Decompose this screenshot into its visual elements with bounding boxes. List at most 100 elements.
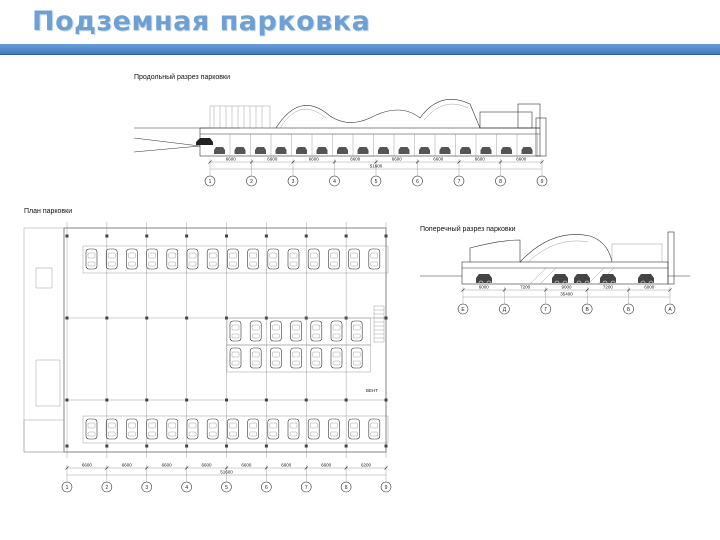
cross-axis-bubble xyxy=(457,303,469,315)
car-top-icon xyxy=(146,418,158,440)
cross-span-dimension: 7200 xyxy=(603,285,614,290)
car-top-icon xyxy=(348,248,360,270)
cross-axis-bubble xyxy=(581,303,593,315)
car-top-icon xyxy=(290,320,302,342)
cross-span-dimension: 7200 xyxy=(520,285,531,290)
car-top-icon xyxy=(350,320,363,342)
car-top-icon xyxy=(368,418,381,440)
car-top-icon xyxy=(85,248,98,270)
plan-axis-label: 4 xyxy=(185,485,188,491)
longitudinal-axis-bubble xyxy=(453,175,465,187)
car-side-icon xyxy=(357,147,369,154)
car-front-icon xyxy=(574,274,590,283)
car-top-icon xyxy=(105,248,118,270)
plan-span-dimension: 6600 xyxy=(321,463,332,468)
cross-axis-bubble xyxy=(499,303,510,315)
car-top-icon xyxy=(166,418,179,440)
plan-axis-bubble xyxy=(221,481,232,493)
car-top-icon xyxy=(330,320,343,342)
plan-axis-bubble xyxy=(300,481,312,493)
plan-axis-bubble xyxy=(261,481,272,493)
car-side-icon xyxy=(234,147,246,154)
car-side-icon xyxy=(480,147,492,154)
title-underline-bar xyxy=(0,44,720,55)
plan-axis-bubble xyxy=(340,481,352,493)
plan-axis-bubble xyxy=(141,481,153,493)
car-side-icon xyxy=(337,147,348,154)
plan-axis-bubble xyxy=(61,481,73,493)
plan-axis-label: 8 xyxy=(345,485,348,491)
car-side-icon xyxy=(214,147,225,154)
plan-span-dimension: 6600 xyxy=(281,463,292,468)
longitudinal-span-dimension: 6600 xyxy=(516,157,527,162)
longitudinal-axis-bubble xyxy=(204,175,216,187)
cross-axis-bubble xyxy=(623,303,634,315)
car-side-icon xyxy=(296,147,307,154)
longitudinal-axis-bubble xyxy=(370,175,382,187)
car-top-icon xyxy=(249,320,262,342)
plan-axis-label: 1 xyxy=(66,485,69,491)
car-top-icon xyxy=(247,418,259,440)
plan-axis-label: 5 xyxy=(225,485,228,491)
car-top-icon xyxy=(126,418,138,440)
longitudinal-axis-label: 1 xyxy=(209,179,212,185)
car-front-icon xyxy=(552,274,568,283)
longitudinal-total-dimension: 51600 xyxy=(370,164,383,169)
longitudinal-axis-label: 4 xyxy=(333,179,336,185)
car-top-icon xyxy=(229,320,242,342)
cross-axis-label: Б xyxy=(627,307,631,313)
longitudinal-axis-label: 5 xyxy=(375,179,378,185)
car-side-icon xyxy=(419,147,430,154)
cross-axis-label: Д xyxy=(503,307,507,313)
car-side-icon xyxy=(460,147,471,154)
car-top-icon xyxy=(328,418,340,440)
car-top-icon xyxy=(310,320,323,342)
plan-span-dimension: 6600 xyxy=(202,463,213,468)
car-side-icon xyxy=(316,147,328,154)
car-top-icon xyxy=(270,320,282,342)
cross-axis-label: В xyxy=(586,307,590,313)
longitudinal-span-dimension: 6600 xyxy=(433,157,444,162)
car-top-icon xyxy=(206,248,219,270)
longitudinal-axis-bubble xyxy=(495,175,506,187)
longitudinal-span-dimension: 6600 xyxy=(226,157,237,162)
cross-axis-label: А xyxy=(668,307,672,313)
car-top-icon xyxy=(227,248,239,270)
plan-span-dimension: 6600 xyxy=(122,463,133,468)
car-top-icon xyxy=(227,418,239,440)
car-top-icon xyxy=(126,248,138,270)
car-front-icon xyxy=(638,274,654,283)
car-top-icon xyxy=(290,347,302,369)
longitudinal-section-caption: Продольный разрез парковки xyxy=(134,74,230,81)
car-top-icon xyxy=(328,248,340,270)
plan-span-dimension: 6200 xyxy=(361,463,372,468)
longitudinal-axis-bubble xyxy=(246,175,257,187)
car-top-icon xyxy=(267,248,280,270)
plan-span-dimension: 6600 xyxy=(241,463,252,468)
slide-title: Подземная парковка xyxy=(32,6,371,37)
car-top-icon xyxy=(186,248,199,270)
longitudinal-axis-bubble xyxy=(536,175,548,187)
car-side-icon xyxy=(398,147,410,154)
car-top-icon xyxy=(146,248,158,270)
car-top-icon xyxy=(105,418,118,440)
car-top-icon xyxy=(348,418,360,440)
car-side-icon xyxy=(521,147,533,154)
longitudinal-axis-bubble xyxy=(287,175,299,187)
plan-axis-label: 6 xyxy=(265,485,268,491)
car-side-icon xyxy=(378,147,389,154)
car-top-icon xyxy=(186,418,199,440)
plan-total-dimension: 51600 xyxy=(220,470,233,475)
longitudinal-axis-label: 7 xyxy=(458,179,461,185)
plan-axis-label: 3 xyxy=(145,485,148,491)
plan-axis-bubble xyxy=(380,481,392,493)
longitudinal-span-dimension: 6600 xyxy=(267,157,278,162)
plan-axis-bubble xyxy=(101,481,113,493)
plan-axis-label: 7 xyxy=(305,485,308,491)
longitudinal-axis-label: 2 xyxy=(250,179,253,185)
cross-section-caption: Поперечный разрез парковки xyxy=(420,226,516,233)
car-top-icon xyxy=(206,418,219,440)
